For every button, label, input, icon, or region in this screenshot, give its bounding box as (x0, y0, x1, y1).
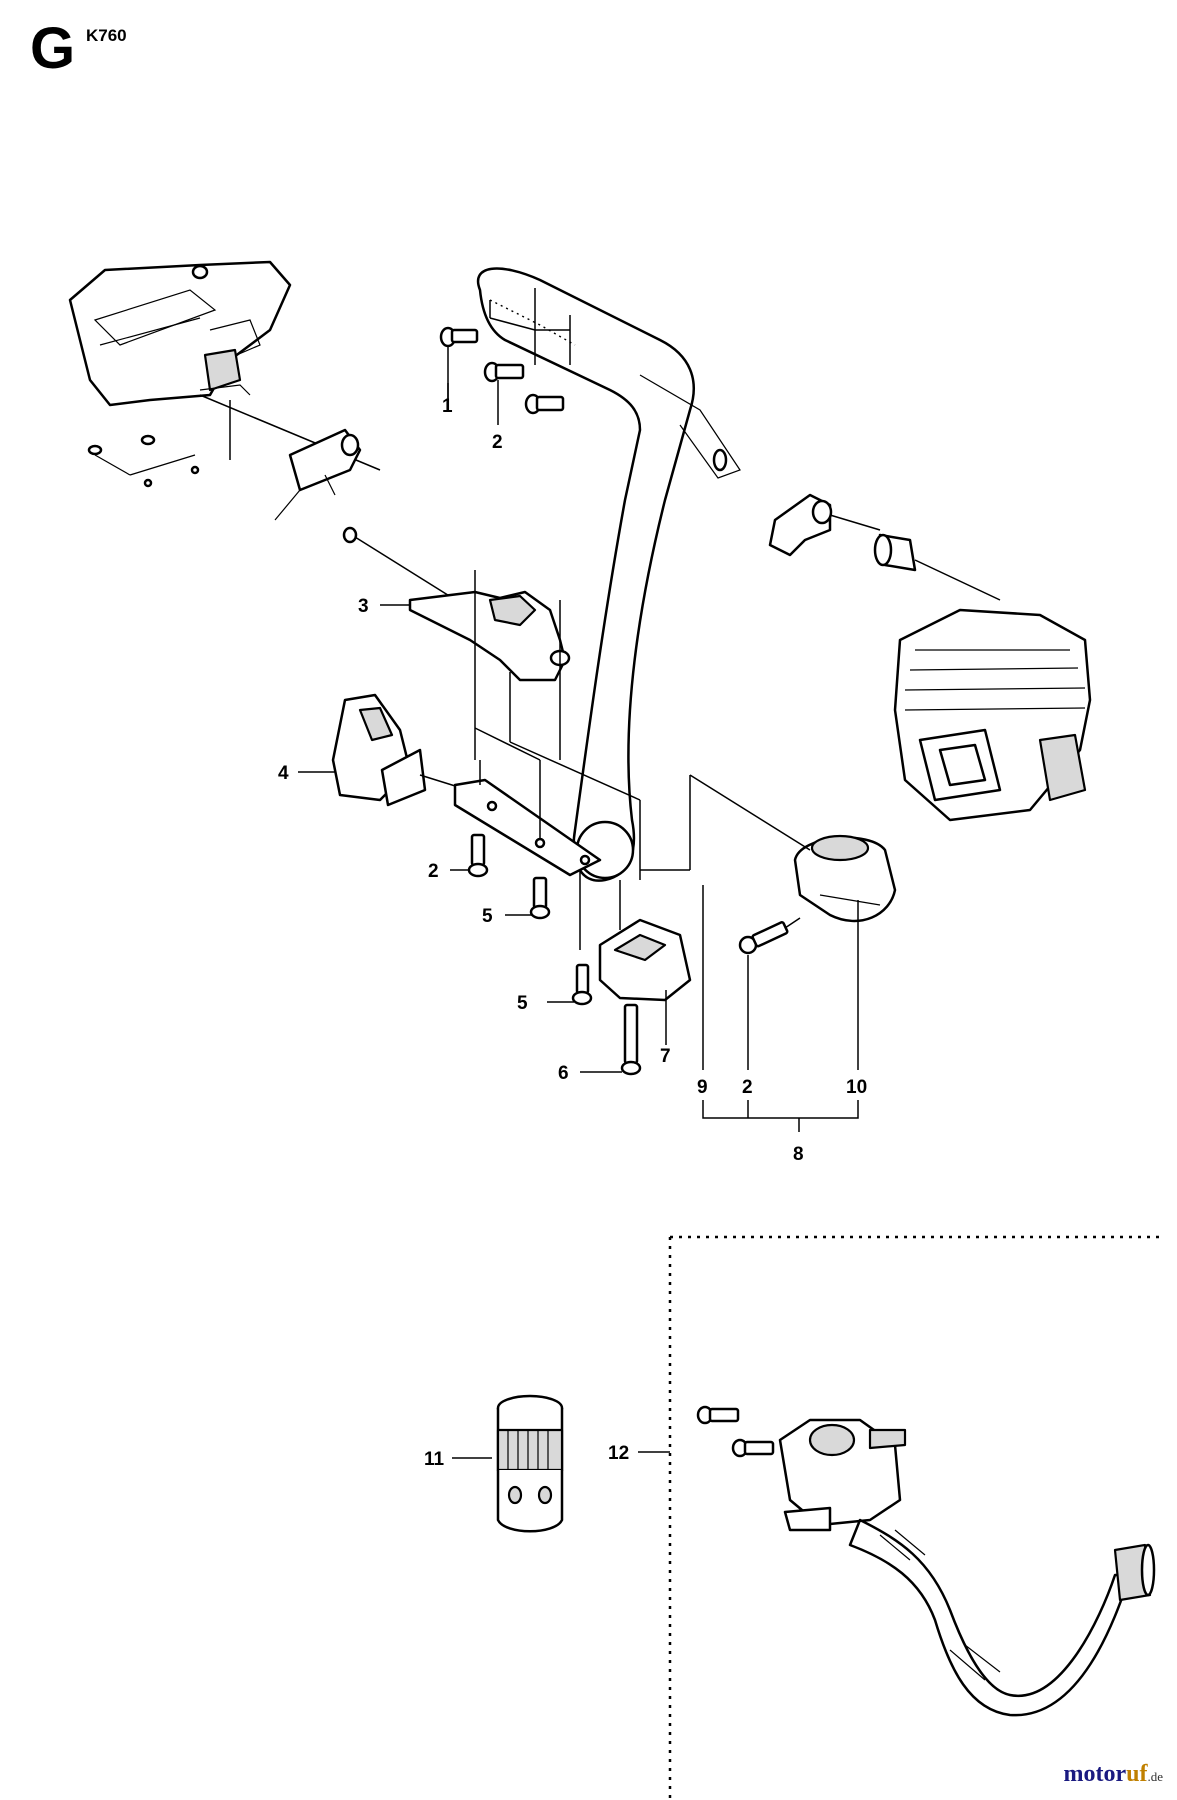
callout-11: 11 (424, 1449, 445, 1470)
callout-2-top: 2 (492, 432, 503, 453)
screw-5-b (571, 963, 593, 1006)
callout-12: 12 (608, 1443, 629, 1464)
screw-2-right (738, 917, 801, 955)
part-7-rubber (598, 880, 692, 1002)
watermark-suffix: .de (1147, 1769, 1163, 1784)
model-label: K760 (86, 26, 127, 45)
screw-2-lower (467, 833, 489, 878)
screw-5-a (529, 876, 551, 920)
rubber-sleeve-right (873, 533, 1001, 601)
screw-1 (439, 326, 479, 400)
callout-2-lower: 2 (428, 861, 439, 882)
part-3-support (408, 570, 571, 760)
housing-fragment-left (68, 260, 381, 471)
callout-labels: 1 2 3 4 2 5 5 6 7 9 2 10 8 11 12 (278, 396, 867, 1470)
callout-4: 4 (278, 763, 289, 784)
callout-8: 8 (793, 1144, 804, 1165)
kit-box (668, 1235, 1160, 1800)
callout-9: 9 (697, 1077, 708, 1098)
part-11-connector (452, 1394, 564, 1533)
callout-3: 3 (358, 596, 369, 617)
part-4-block (331, 693, 469, 807)
watermark-brand-b: uf (1126, 1761, 1148, 1787)
handle-mount-bracket (274, 428, 362, 521)
screw-2-top-a (483, 361, 525, 425)
part-10-grip-cap (640, 774, 897, 923)
engine-cylinder (893, 608, 1092, 822)
callout-5-a: 5 (482, 906, 493, 927)
section-letter: G (30, 16, 76, 81)
handle-connector-right (768, 493, 881, 557)
callout-5-b: 5 (517, 993, 528, 1014)
callout-10: 10 (846, 1077, 867, 1098)
front-handle (476, 267, 741, 882)
callout-1: 1 (442, 396, 453, 417)
callout-2-right: 2 (742, 1077, 753, 1098)
callout-7: 7 (660, 1046, 671, 1067)
screw-2-top-b (524, 393, 565, 415)
part-12-water-kit (638, 1405, 1156, 1717)
callout-6: 6 (558, 1063, 569, 1084)
small-hardware-left (87, 434, 200, 488)
screw-6 (620, 1003, 642, 1076)
leader-lines-top (298, 383, 859, 1132)
watermark-logo: motoruf.de (1063, 1761, 1163, 1788)
lower-handle-bracket (453, 727, 641, 950)
watermark-brand-a: motor (1063, 1761, 1127, 1787)
